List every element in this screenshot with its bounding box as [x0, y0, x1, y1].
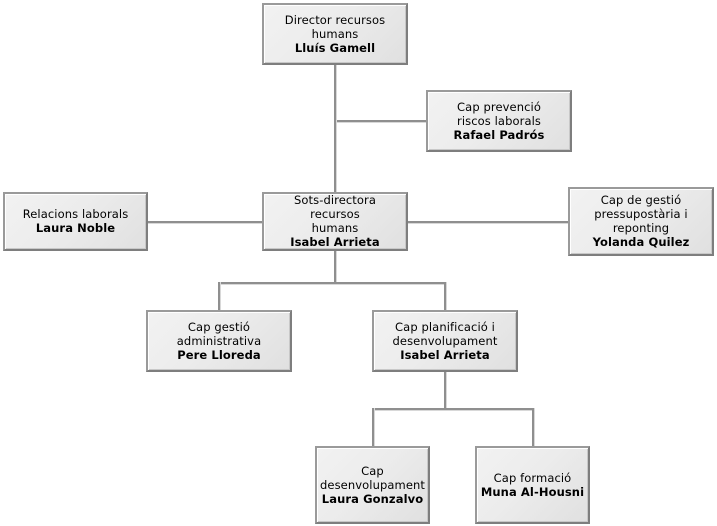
org-node-name-prevencio: Rafael Padrós [453, 127, 545, 142]
org-node-role-director: Director recursos humans [284, 12, 386, 41]
org-node-name-planificacio: Isabel Arrieta [400, 347, 490, 362]
connector-director-to-prevencio [334, 120, 426, 122]
connector-bus-to-desenvolupament [372, 408, 374, 446]
org-node-role-planificacio: Cap planificació i desenvolupament [392, 319, 498, 348]
org-node-role-pressupostaria: Cap de gestió pressupostària i reponting [594, 193, 688, 235]
org-node-role-prevencio: Cap prevenció riscos laborals [457, 99, 541, 128]
org-node-role-administrativa: Cap gestió administrativa [176, 319, 262, 348]
org-node-role-relacions: Relacions laborals [22, 207, 129, 221]
connector-bus-to-planificacio [444, 282, 446, 310]
connector-sots-down [334, 251, 336, 284]
org-node-name-formacio: Muna Al-Housni [480, 484, 585, 499]
org-node-pressupostaria[interactable]: Cap de gestió pressupostària i reponting… [568, 187, 714, 256]
org-node-role-sots-directora: Sots-directora recursos humans [293, 193, 377, 235]
org-node-name-desenvolupament: Laura Gonzalvo [321, 491, 424, 506]
connector-level3-bus [218, 282, 446, 284]
connector-bus-to-formacio [532, 408, 534, 446]
org-node-name-sots-directora: Isabel Arrieta [290, 235, 380, 249]
org-node-name-pressupostaria: Yolanda Quilez [592, 235, 690, 249]
org-node-name-administrativa: Pere Lloreda [177, 347, 261, 362]
connector-bus-to-administrativa [218, 282, 220, 310]
connector-director-down-2 [334, 120, 336, 192]
connector-level4-bus [372, 408, 534, 410]
org-node-name-director: Lluís Gamell [294, 40, 376, 55]
connector-sots-to-relacions [148, 221, 262, 223]
org-node-name-relacions: Laura Noble [35, 221, 116, 235]
connector-planificacio-down [444, 372, 446, 408]
org-node-role-formacio: Cap formació [493, 470, 572, 485]
connector-director-down-1 [334, 65, 336, 121]
org-node-role-desenvolupament: Cap desenvolupament [320, 463, 425, 492]
connector-sots-to-pressupostaria [408, 221, 568, 223]
